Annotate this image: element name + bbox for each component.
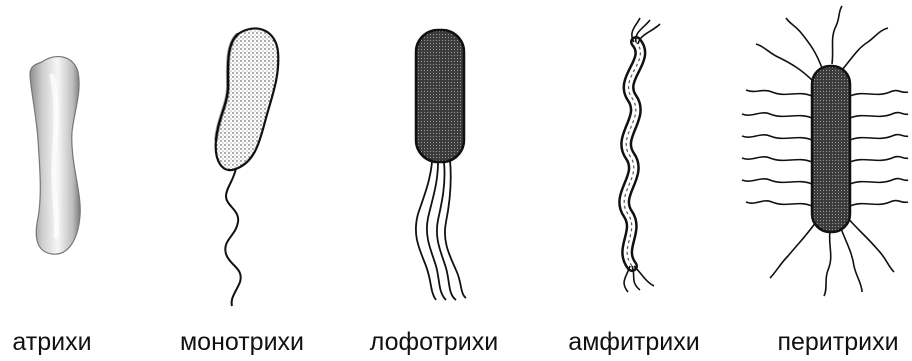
label-amphitrichous: амфитрихи xyxy=(568,325,699,359)
label-peritrichous: перитрихи xyxy=(777,325,898,359)
label-monotrichous: монотрихи xyxy=(180,325,304,359)
lophotrichous-bacterium xyxy=(416,30,466,300)
monotrichous-bacterium xyxy=(216,28,279,306)
peritrichous-bacterium xyxy=(742,6,908,296)
label-lophotrichous: лофотрихи xyxy=(370,325,498,359)
label-atrichous: атрихи xyxy=(12,325,91,359)
atrichous-bacterium xyxy=(30,57,80,255)
amphitrichous-bacterium xyxy=(624,18,660,292)
